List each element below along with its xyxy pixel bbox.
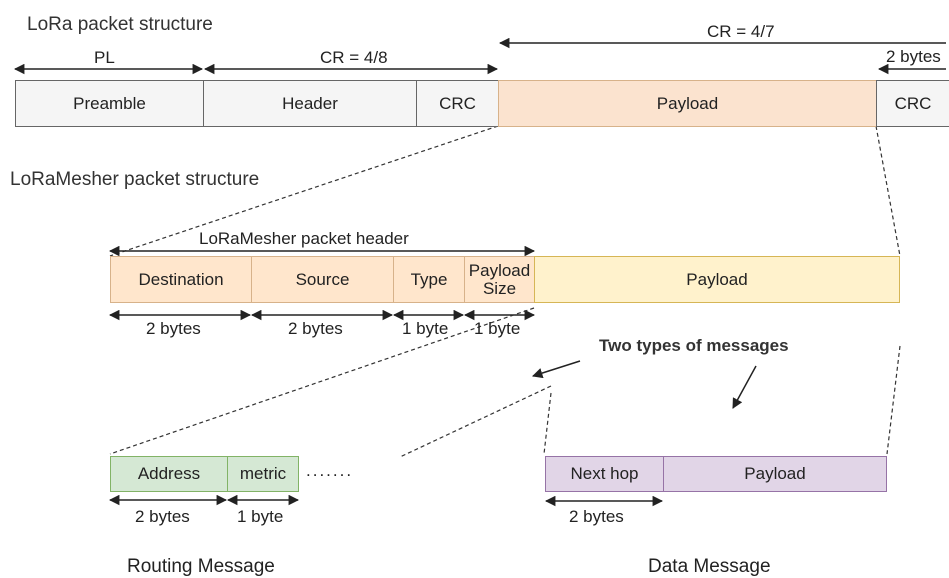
zoom-line-routing-left bbox=[109, 307, 535, 455]
mesher-title: LoRaMesher packet structure bbox=[10, 169, 260, 190]
lora-payload-field: Payload bbox=[498, 80, 877, 127]
data-payload-field: Payload bbox=[663, 456, 887, 492]
zoom-line-data-right bbox=[886, 345, 901, 455]
mesher-payload-size-field: Payload Size bbox=[464, 256, 535, 303]
zoom-line-right bbox=[875, 125, 901, 257]
size-label-payload-size: 1 byte bbox=[474, 319, 521, 338]
mesher-payload-field: Payload bbox=[534, 256, 900, 303]
two-types-arrow-down bbox=[732, 365, 757, 409]
mesher-destination-field: Destination bbox=[110, 256, 252, 303]
data-next-hop-field: Next hop bbox=[545, 456, 664, 492]
data-caption: Data Message bbox=[648, 556, 771, 577]
routing-metric-field: metric bbox=[227, 456, 299, 492]
size-label-destination: 2 bytes bbox=[146, 319, 201, 338]
routing-address-field: Address bbox=[110, 456, 228, 492]
lora-preamble-field: Preamble bbox=[15, 80, 204, 127]
size-label-source: 2 bytes bbox=[288, 319, 343, 338]
zoom-line-left bbox=[109, 125, 499, 257]
crc-bytes-label: 2 bytes bbox=[886, 47, 941, 66]
zoom-line-data-left bbox=[543, 392, 552, 455]
lora-payload-crc-field: CRC bbox=[876, 80, 949, 127]
two-types-note: Two types of messages bbox=[599, 336, 789, 355]
lora-header-crc-field: CRC bbox=[416, 80, 499, 127]
data-size-next-hop: 2 bytes bbox=[569, 507, 624, 526]
routing-caption: Routing Message bbox=[127, 556, 275, 577]
cr-header-label: CR = 4/8 bbox=[320, 48, 388, 67]
mesher-header-label: LoRaMesher packet header bbox=[199, 229, 409, 248]
lora-title: LoRa packet structure bbox=[27, 14, 213, 35]
routing-size-metric: 1 byte bbox=[237, 507, 284, 526]
size-label-type: 1 byte bbox=[402, 319, 449, 338]
pl-label: PL bbox=[94, 48, 115, 67]
mesher-type-field: Type bbox=[393, 256, 465, 303]
routing-ellipsis: ....... bbox=[306, 461, 354, 480]
two-types-arrow-left bbox=[531, 360, 581, 379]
lora-header-field: Header bbox=[203, 80, 417, 127]
cr-payload-label: CR = 4/7 bbox=[707, 22, 775, 41]
zoom-line-routing-right bbox=[399, 385, 552, 458]
routing-size-address: 2 bytes bbox=[135, 507, 190, 526]
mesher-source-field: Source bbox=[251, 256, 394, 303]
